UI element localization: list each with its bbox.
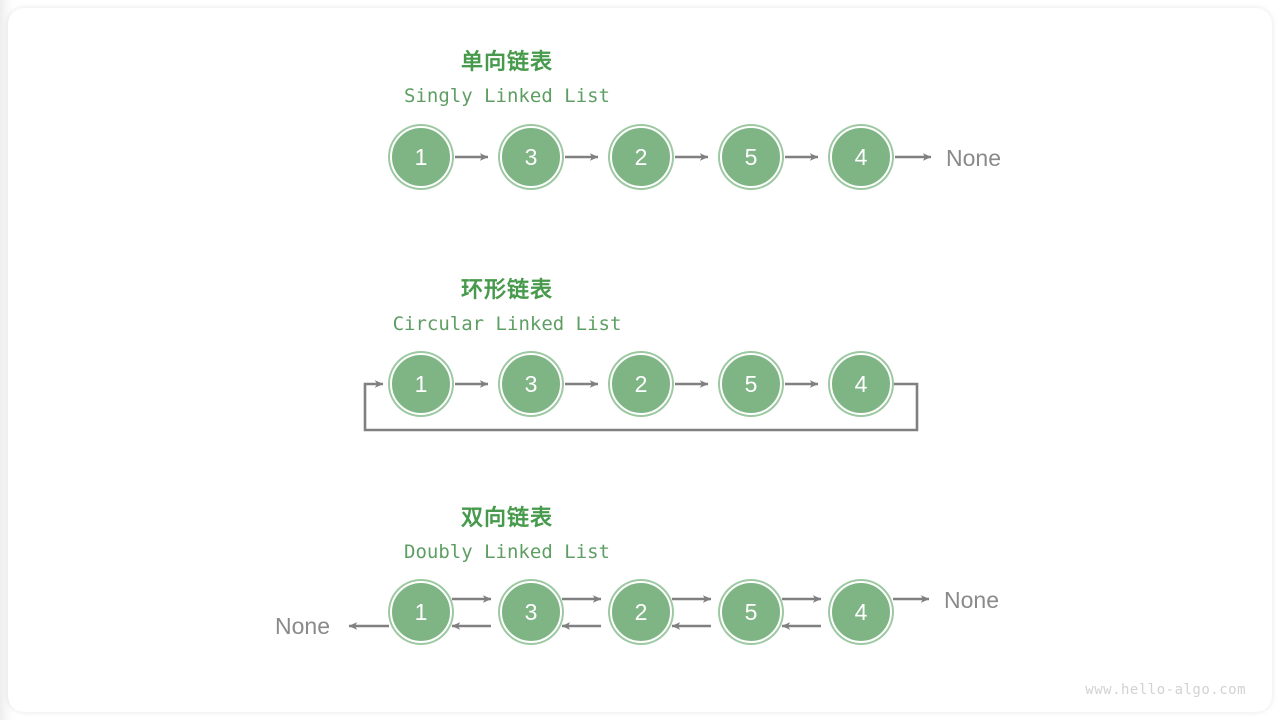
list-item[interactable]: 3: [500, 353, 562, 415]
list-item[interactable]: 5: [720, 126, 782, 188]
list-item[interactable]: 2: [610, 581, 672, 643]
list-item[interactable]: 4: [830, 353, 892, 415]
circular-title-en: Circular Linked List: [392, 313, 622, 335]
doubly-tail-none-label: None: [944, 587, 999, 613]
watermark: www.hello-algo.com: [1085, 682, 1246, 698]
circular-title-cn: 环形链表: [460, 277, 553, 302]
singly-title-cn: 单向链表: [460, 49, 553, 74]
list-item[interactable]: 3: [500, 581, 562, 643]
list-item[interactable]: 3: [500, 126, 562, 188]
doubly-title-cn: 双向链表: [460, 505, 553, 530]
singly-tail-none-label: None: [946, 145, 1001, 171]
list-item[interactable]: 2: [610, 353, 672, 415]
list-item[interactable]: 1: [390, 581, 452, 643]
singly-title-en: Singly Linked List: [404, 85, 610, 107]
list-item[interactable]: 5: [720, 353, 782, 415]
list-item[interactable]: 1: [390, 126, 452, 188]
doubly-title-en: Doubly Linked List: [404, 541, 610, 563]
list-item[interactable]: 4: [830, 581, 892, 643]
list-item[interactable]: 2: [610, 126, 672, 188]
list-item[interactable]: 5: [720, 581, 782, 643]
doubly-head-none-label: None: [275, 613, 330, 639]
list-item[interactable]: 4: [830, 126, 892, 188]
list-item[interactable]: 1: [390, 353, 452, 415]
